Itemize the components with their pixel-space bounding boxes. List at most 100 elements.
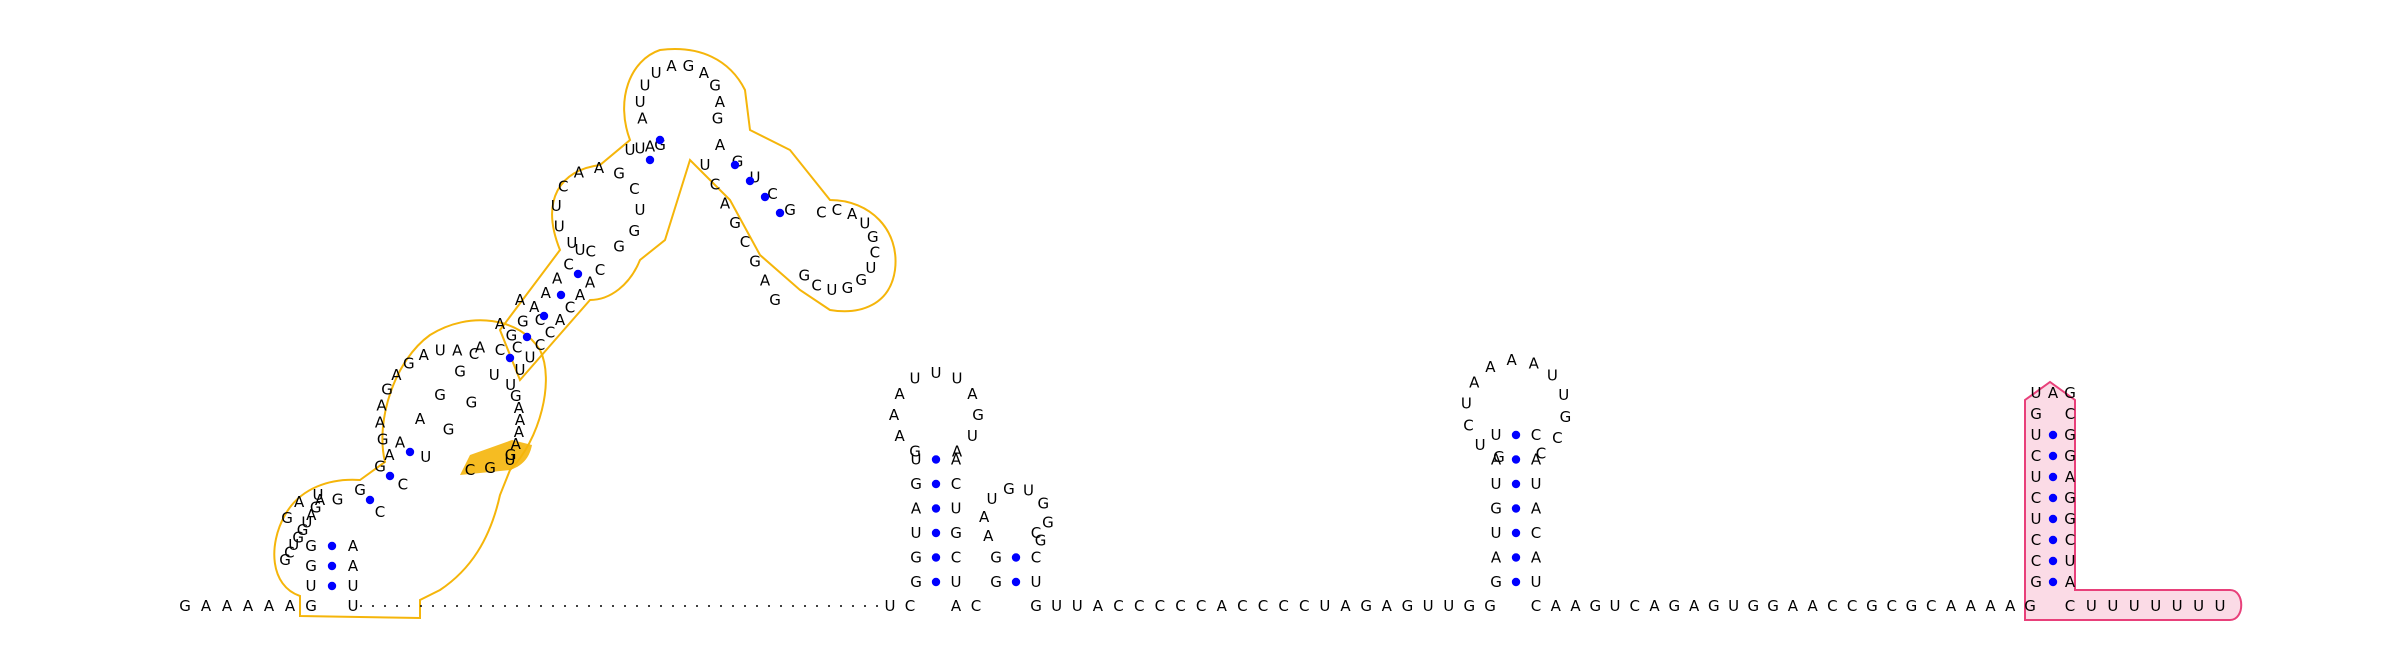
stem-nucleotide: G	[990, 573, 1002, 591]
yellow-nucleotide: G	[377, 430, 389, 448]
yellow-nucleotide: U	[639, 77, 650, 95]
pink-nucleotide: U	[2031, 426, 2042, 444]
yellow-nucleotide: G	[466, 393, 478, 411]
strand-nucleotide: A	[222, 597, 233, 615]
base-pair-dot	[2048, 430, 2058, 440]
loop-nucleotide: G	[1003, 480, 1015, 498]
base-pair-dot	[1011, 553, 1021, 562]
yellow-nucleotide: G	[732, 152, 744, 170]
base-pair-dot	[2048, 493, 2058, 503]
yellow-nucleotide: A	[515, 291, 526, 309]
pink-nucleotide: U	[2129, 597, 2140, 615]
yellow-nucleotide: A	[294, 493, 305, 511]
yellow-nucleotide: G	[443, 421, 455, 439]
yellow-nucleotide: U	[865, 259, 876, 277]
strand-nucleotide: G	[2024, 597, 2036, 615]
yellow-nucleotide: U	[635, 93, 646, 111]
base-pair-dot	[1511, 577, 1521, 587]
pink-nucleotide: U	[2031, 510, 2042, 528]
yellow-nucleotide: G	[403, 354, 415, 372]
strand-nucleotide: G	[1484, 597, 1496, 615]
yellow-nucleotide: U	[625, 141, 636, 159]
stem-nucleotide: G	[910, 549, 922, 567]
yellow-nucleotide: A	[637, 110, 648, 128]
yellow-nucleotide: U	[566, 234, 577, 252]
base-pair-dot	[760, 192, 770, 202]
yellow-nucleotide: A	[555, 311, 566, 329]
base-pair-dot	[327, 561, 337, 571]
strand-nucleotide: U	[1443, 597, 1454, 615]
strand-nucleotide: A	[264, 597, 275, 615]
pink-nucleotide: U	[2107, 597, 2118, 615]
yellow-nucleotide: G	[842, 279, 854, 297]
loop-nucleotide: U	[1475, 436, 1486, 454]
yellow-nucleotide: A	[395, 434, 406, 452]
pink-nucleotide: C	[2065, 531, 2075, 549]
strand-nucleotide: A	[1946, 597, 1957, 615]
yellow-nucleotide: G	[281, 509, 293, 527]
base-pair-dot	[931, 504, 941, 513]
strand-nucleotide: C	[1827, 597, 1837, 615]
strand-nucleotide: C	[1531, 597, 1541, 615]
stem-nucleotide: A	[951, 451, 962, 469]
stem-nucleotide: U	[1031, 573, 1042, 591]
strand-nucleotide: G	[1402, 597, 1414, 615]
strand-nucleotide: C	[1175, 597, 1185, 615]
yellow-nucleotide: G	[279, 551, 291, 569]
strand-nucleotide: G	[1464, 597, 1476, 615]
yellow-nucleotide: C	[629, 180, 639, 198]
yellow-nucleotide: A	[585, 274, 596, 292]
base-pair-dot	[1511, 430, 1521, 440]
stem-nucleotide: U	[348, 577, 359, 595]
stem-nucleotide: C	[1531, 426, 1541, 444]
strand-nucleotide: G	[1669, 597, 1681, 615]
loop-nucleotide: U	[1547, 367, 1558, 385]
yellow-nucleotide: G	[292, 529, 304, 547]
pink-nucleotide: A	[2065, 468, 2076, 486]
loop-nucleotide: U	[967, 427, 978, 445]
pink-nucleotide: G	[2030, 405, 2042, 423]
stem-nucleotide: C	[1531, 524, 1541, 542]
stem-nucleotide: A	[348, 537, 359, 555]
yellow-nucleotide: A	[715, 136, 726, 154]
strand-nucleotide: G	[1906, 597, 1918, 615]
yellow-nucleotide: C	[816, 203, 826, 221]
strand-nucleotide: U	[1072, 597, 1083, 615]
stem-nucleotide: C	[1031, 549, 1041, 567]
pink-nucleotide: U	[2031, 384, 2042, 402]
loop-nucleotide: A	[894, 385, 905, 403]
highlight-nucleotide: C	[465, 461, 475, 479]
strand-nucleotide: C	[971, 597, 981, 615]
yellow-nucleotide: C	[469, 345, 479, 363]
strand-nucleotide: A	[2005, 597, 2016, 615]
strand-nucleotide: G	[305, 597, 317, 615]
pink-nucleotide: A	[2065, 573, 2076, 591]
stem-nucleotide: G	[1490, 573, 1502, 591]
pink-nucleotide: G	[2064, 447, 2076, 465]
strand-nucleotide: A	[1093, 597, 1104, 615]
yellow-nucleotide: U	[700, 156, 711, 174]
strand-nucleotide: A	[201, 597, 212, 615]
pink-nucleotide: C	[2031, 489, 2041, 507]
base-pair-dot	[931, 479, 941, 489]
yellow-nucleotide: U	[288, 536, 299, 554]
yellow-nucleotide: G	[505, 446, 517, 464]
yellow-nucleotide: G	[354, 481, 366, 499]
yellow-nucleotide: C	[565, 299, 575, 317]
yellow-nucleotide: U	[859, 214, 870, 232]
yellow-nucleotide: G	[374, 457, 386, 475]
pink-nucleotide: U	[2193, 597, 2204, 615]
stem-nucleotide: C	[1031, 524, 1041, 542]
loop-nucleotide: A	[952, 442, 963, 460]
pink-nucleotide: C	[2031, 552, 2041, 570]
base-pair-dot	[655, 135, 665, 145]
base-pair-layer	[327, 135, 2058, 591]
yellow-nucleotide: G	[654, 136, 666, 154]
yellow-nucleotide: A	[552, 270, 563, 288]
base-pair-dot	[505, 353, 515, 363]
stem-nucleotide: U	[1491, 426, 1502, 444]
loop-nucleotide: G	[909, 442, 921, 460]
base-pair-dot	[745, 176, 755, 186]
loop-nucleotide: C	[1463, 417, 1473, 435]
stem-nucleotide: C	[951, 549, 961, 567]
